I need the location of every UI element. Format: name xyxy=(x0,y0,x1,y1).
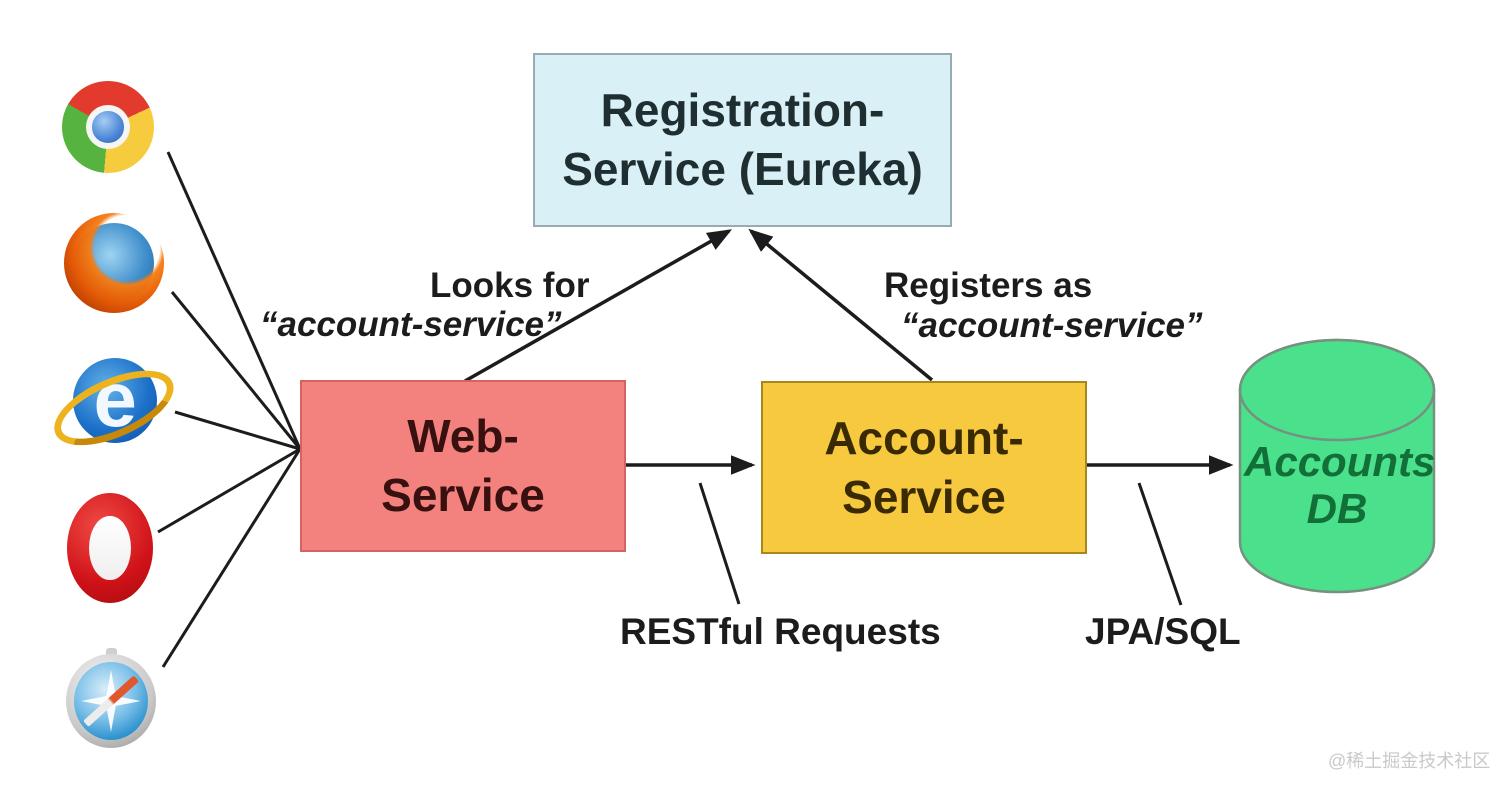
opera-to-webservice-line xyxy=(157,447,301,534)
accounts-db-label-line1: Accounts xyxy=(1244,438,1436,485)
chrome-blue-core xyxy=(92,111,124,143)
web-service-label-line1: Web- xyxy=(407,410,519,463)
account-service-label-line1: Account- xyxy=(824,411,1024,464)
db-cylinder-lid xyxy=(1238,338,1436,442)
ie-letter-e: e xyxy=(93,354,137,443)
chrome-icon xyxy=(62,81,154,173)
watermark-text: @稀土掘金技术社区 xyxy=(1328,751,1491,771)
account-service-label-line2: Service xyxy=(842,470,1006,523)
looks-for-label: Looks for xyxy=(430,266,590,305)
web-service-label-line2: Service xyxy=(381,469,545,521)
registers-as-label: Registers as xyxy=(884,266,1093,305)
jpa-sql-label: JPA/SQL xyxy=(1085,611,1241,652)
ie-blue-disc xyxy=(73,357,157,443)
looks-for-sublabel: “account-service” xyxy=(260,305,562,344)
account-service-box: Account- Service xyxy=(761,381,1087,554)
safari-to-webservice-line xyxy=(161,448,302,668)
opera-o-hole xyxy=(89,516,131,580)
web-service-box: Web- Service xyxy=(300,380,626,552)
jpa-sql-leader-line xyxy=(1137,482,1183,606)
ie-to-webservice-line xyxy=(174,410,301,451)
accounts-db-label-line2: DB xyxy=(1306,485,1368,533)
accounts-db-label: Accounts DB xyxy=(1244,438,1435,533)
registers-as-sublabel: “account-service” xyxy=(901,306,1203,345)
registration-service-label-line1: Registration- xyxy=(600,84,885,137)
opera-icon xyxy=(67,493,153,603)
registration-service-box: Registration- Service (Eureka) xyxy=(533,53,952,227)
safari-icon xyxy=(66,648,156,748)
chrome-to-webservice-line xyxy=(166,151,302,450)
firefox-icon xyxy=(64,213,164,313)
safari-knob xyxy=(105,648,118,658)
restful-requests-leader-line xyxy=(698,482,741,605)
registration-service-label-line2: Service (Eureka) xyxy=(562,143,923,195)
restful-requests-label: RESTful Requests xyxy=(620,611,941,652)
firefox-fox-ring xyxy=(64,213,164,313)
internet-explorer-icon: e xyxy=(43,352,185,464)
